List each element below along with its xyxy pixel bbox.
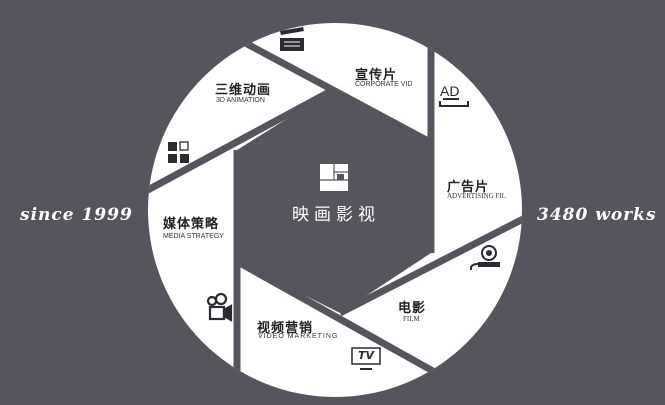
segment-3d-animation-subtitle: 3D ANIMATION [216,97,265,104]
tv-icon-text: TV [358,349,375,362]
segment-advertising-subtitle: ADVERTISING FIL [447,192,506,200]
clapperboard-icon [280,27,304,51]
center-hexagon [237,90,431,313]
since-year-text: since 1999 [20,205,133,225]
segment-advertising-title[interactable]: 广告片 [447,180,490,195]
segment-corporate-subtitle: CORPORATE VID [355,81,413,88]
segment-film-title[interactable]: 电影 [398,301,427,316]
segment-media-strategy-title[interactable]: 媒体策略 [163,217,220,232]
film-reel-icon [469,245,500,271]
segment-media-strategy-subtitle: MEDIA STRATEGY [163,233,224,240]
grid-icon [168,141,189,163]
segment-3d-animation-title[interactable]: 三维动画 [215,83,272,98]
segment-film-subtitle: FILM [403,315,420,323]
tv-icon [351,347,381,370]
ad-icon-text: AD [440,83,460,99]
ad-icon [439,98,469,107]
brand-name: 映画影视 [292,205,380,225]
segment-video-marketing-title[interactable]: 视频营销 [257,321,314,336]
segment-corporate-title[interactable]: 宣传片 [355,68,398,83]
segment-video-marketing-subtitle: VIDEO MARKETING [258,333,339,340]
brand-logo-icon [320,164,348,191]
video-camera-icon [206,292,233,322]
works-count-text: 3480 works [537,205,657,225]
